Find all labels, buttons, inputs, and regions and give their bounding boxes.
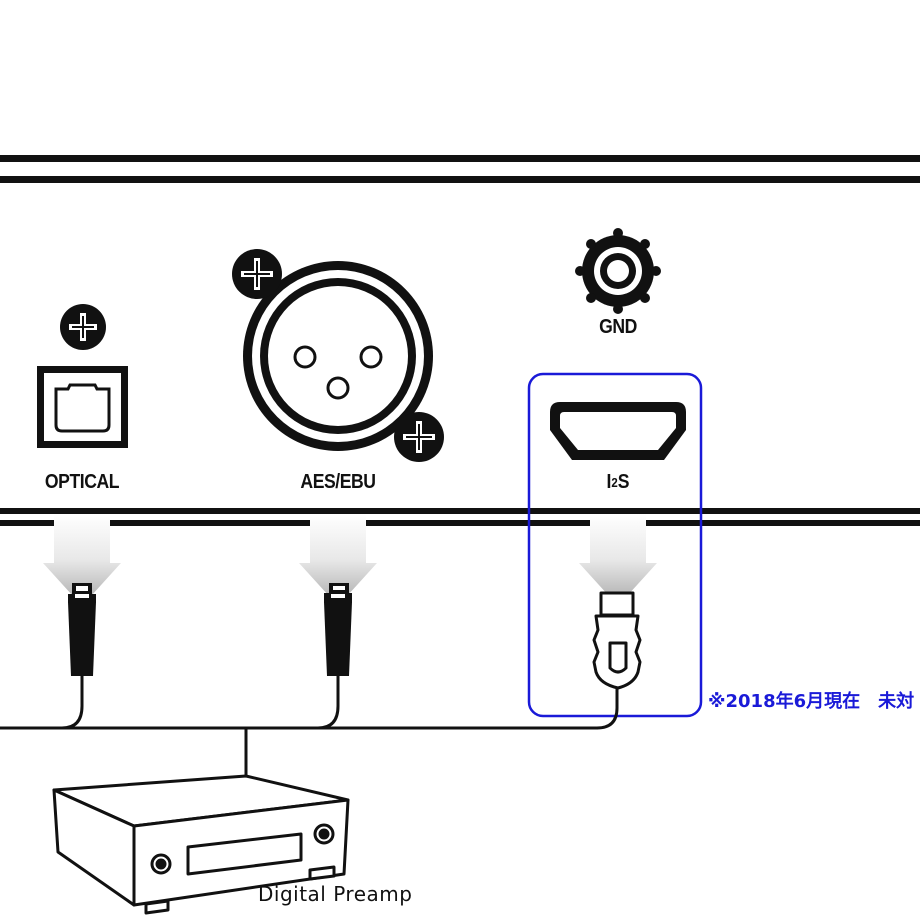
gnd-label: GND xyxy=(599,316,637,338)
aes-arrow-icon xyxy=(299,514,377,606)
optical-label: OPTICAL xyxy=(44,471,120,493)
xlr-plug-icon xyxy=(324,583,352,676)
panel-bottom-rail xyxy=(0,508,920,526)
availability-note: ※2018年6月現在 未対 xyxy=(708,691,915,712)
i2s-arrow-icon xyxy=(579,514,657,606)
optical-arrow-icon xyxy=(43,514,121,606)
preamp-device-icon xyxy=(52,774,350,915)
panel-top-rail xyxy=(0,155,920,183)
hdmi-port-icon xyxy=(550,402,686,460)
cables xyxy=(0,676,619,776)
gnd-terminal-icon xyxy=(575,228,661,314)
aes-ebu-label: AES/EBU xyxy=(300,471,376,493)
xlr-screw-bottom-icon xyxy=(394,412,444,462)
xlr-screw-top-icon xyxy=(232,249,282,299)
optical-port-icon xyxy=(37,366,128,448)
hdmi-plug-icon xyxy=(592,591,642,690)
device-label: Digital Preamp xyxy=(258,882,413,906)
xlr-port-icon xyxy=(243,261,433,451)
optical-plug-icon xyxy=(68,583,96,676)
i2s-label: I2S xyxy=(606,471,630,493)
optical-screw-icon xyxy=(60,304,106,350)
